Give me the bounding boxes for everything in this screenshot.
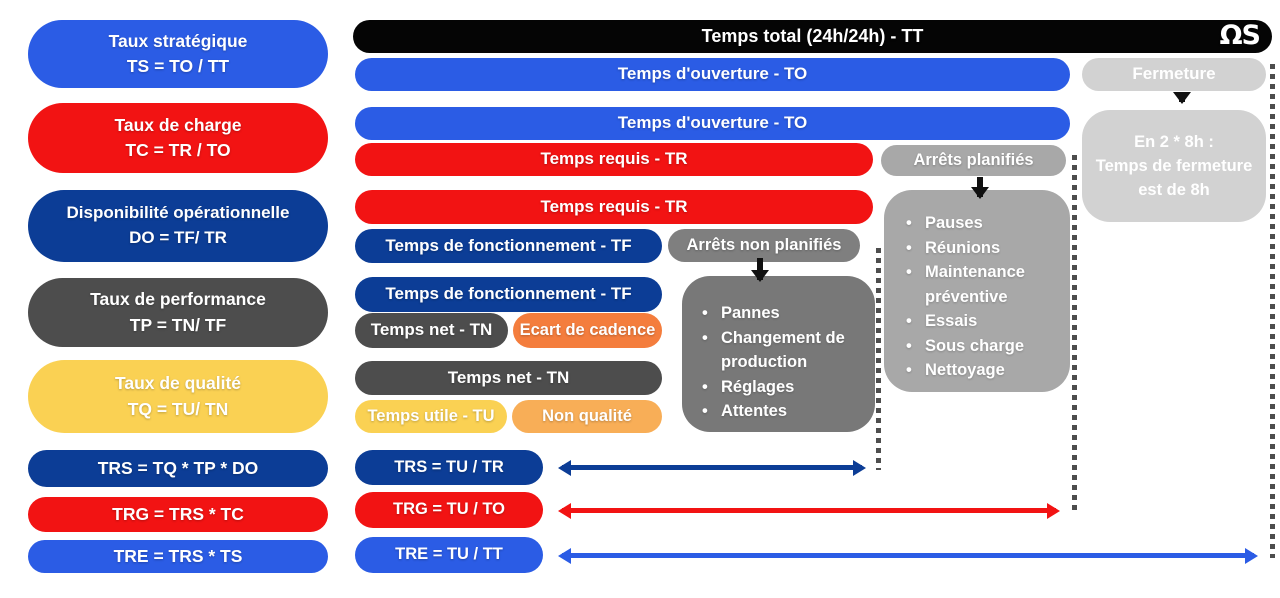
list-item: Attentes	[702, 399, 867, 424]
pill-title: Taux de performance	[90, 289, 266, 310]
pill-non-qualite: Non qualité	[512, 400, 662, 433]
bar-temps-requis-2: Temps requis - TR	[355, 190, 873, 224]
pill-trs-product-formula: TRS = TQ * TP * DO	[28, 450, 328, 487]
dotted-line-temps-total-boundary	[1270, 64, 1275, 558]
bar-temps-fonctionnement-1: Temps de fonctionnement - TF	[355, 229, 662, 263]
bullet-list: Pauses Réunions Maintenance préventive E…	[884, 190, 1070, 383]
list-item: Réglages	[702, 375, 867, 400]
pill-trg-product-formula: TRG = TRS * TC	[28, 497, 328, 532]
pill-formula: TS = TO / TT	[126, 56, 230, 76]
down-arrow-icon	[757, 258, 763, 280]
bar-temps-total: Temps total (24h/24h) - TT ΩS	[353, 19, 1272, 53]
info-line: En 2 * 8h :	[1134, 133, 1214, 151]
pill-title: Taux de qualité	[114, 373, 242, 394]
pill-temps-utile: Temps utile - TU	[355, 400, 507, 433]
pill-label: TRS = TU / TR	[394, 457, 504, 476]
pill-label: Temps net - TN	[370, 320, 493, 340]
pill-label: Fermeture	[1132, 64, 1216, 84]
brand-logo-icon: ΩS	[1219, 19, 1261, 51]
box-arrets-planifies-list: Pauses Réunions Maintenance préventive E…	[884, 190, 1070, 392]
list-item: Essais	[906, 309, 1060, 334]
down-arrow-icon	[1179, 92, 1185, 102]
down-arrow-icon	[977, 177, 983, 197]
bar-temps-fonctionnement-2: Temps de fonctionnement - TF	[355, 277, 662, 312]
pill-disponibilite-operationnelle: Disponibilité opérationnelle DO = TF/ TR	[28, 190, 328, 262]
pill-formula: TC = TR / TO	[125, 140, 231, 160]
pill-ecart-de-cadence: Ecart de cadence	[513, 313, 662, 348]
pill-formula: TP = TN/ TF	[129, 314, 227, 335]
pill-label: Temps utile - TU	[367, 406, 495, 425]
bar-label: Temps d'ouverture - TO	[617, 64, 808, 84]
pill-label: Non qualité	[542, 406, 632, 425]
pill-trg-formula: TRG = TU / TO	[355, 492, 543, 528]
box-fermeture-info: En 2 * 8h : Temps de fermeture est de 8h	[1082, 110, 1266, 222]
list-item: Sous charge	[906, 334, 1060, 359]
bar-label: Temps requis - TR	[540, 149, 688, 169]
pill-title: Taux stratégique	[108, 30, 248, 51]
list-item: Changement de production	[702, 326, 867, 375]
list-item: Nettoyage	[906, 358, 1060, 383]
list-item: Maintenance préventive	[906, 260, 1060, 309]
bar-label: Temps d'ouverture - TO	[617, 113, 808, 133]
pill-fermeture: Fermeture	[1082, 58, 1266, 91]
pill-formula: TRG = TRS * TC	[112, 503, 244, 524]
pill-arrets-non-planifies: Arrêts non planifiés	[668, 229, 860, 262]
pill-label: Arrêts non planifiés	[686, 235, 842, 254]
bar-label: Temps net - TN	[447, 367, 570, 387]
bar-label: Temps de fonctionnement - TF	[385, 284, 632, 304]
bar-label: Temps requis - TR	[540, 196, 688, 216]
list-item: Pannes	[702, 301, 867, 326]
pill-tre-product-formula: TRE = TRS * TS	[28, 540, 328, 573]
double-arrow-tre	[562, 553, 1254, 558]
bar-temps-requis-1: Temps requis - TR	[355, 143, 873, 176]
bar-label: Temps total (24h/24h) - TT	[701, 26, 924, 47]
pill-formula: TRE = TRS * TS	[113, 545, 243, 566]
pill-formula: TRS = TQ * TP * DO	[97, 457, 259, 478]
box-arrets-non-planifies-list: Pannes Changement de production Réglages…	[682, 276, 875, 432]
pill-taux-strategique: Taux stratégique TS = TO / TT	[28, 20, 328, 88]
bar-temps-ouverture-1: Temps d'ouverture - TO	[355, 58, 1070, 91]
info-line: est de 8h	[1138, 181, 1210, 199]
pill-label: TRE = TU / TT	[395, 545, 503, 564]
dotted-line-temps-requis-boundary	[876, 248, 881, 470]
pill-title: Taux de charge	[114, 114, 242, 135]
bar-temps-ouverture-2: Temps d'ouverture - TO	[355, 107, 1070, 140]
double-arrow-trg	[562, 508, 1056, 513]
pill-taux-de-charge: Taux de charge TC = TR / TO	[28, 103, 328, 173]
info-line: Temps de fermeture	[1095, 157, 1253, 175]
pill-formula: TQ = TU/ TN	[127, 398, 229, 419]
pill-trs-formula: TRS = TU / TR	[355, 450, 543, 485]
pill-title: Disponibilité opérationnelle	[66, 203, 290, 223]
pill-arrets-planifies: Arrêts planifiés	[881, 145, 1066, 176]
pill-formula: DO = TF/ TR	[129, 228, 227, 247]
bar-label: Temps de fonctionnement - TF	[385, 235, 632, 255]
list-item: Réunions	[906, 236, 1060, 261]
double-arrow-trs	[562, 465, 862, 470]
list-item: Pauses	[906, 211, 1060, 236]
dotted-line-temps-ouverture-boundary	[1072, 155, 1077, 513]
pill-taux-de-performance: Taux de performance TP = TN/ TF	[28, 278, 328, 347]
pill-label: TRG = TU / TO	[393, 500, 505, 519]
pill-label: Ecart de cadence	[519, 320, 656, 339]
pill-temps-net-1: Temps net - TN	[355, 313, 508, 348]
pill-label: Arrêts planifiés	[913, 150, 1034, 169]
pill-taux-de-qualite: Taux de qualité TQ = TU/ TN	[28, 360, 328, 433]
pill-tre-formula: TRE = TU / TT	[355, 537, 543, 573]
bullet-list: Pannes Changement de production Réglages…	[682, 276, 875, 424]
bar-temps-net-2: Temps net - TN	[355, 361, 662, 395]
